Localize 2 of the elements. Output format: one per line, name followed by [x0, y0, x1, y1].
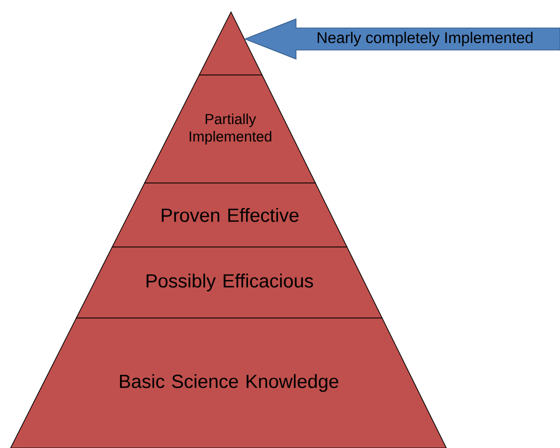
pyramid-band: Possibly Efficacious [76, 246, 383, 318]
pyramid-band: Proven Effective [112, 182, 348, 248]
